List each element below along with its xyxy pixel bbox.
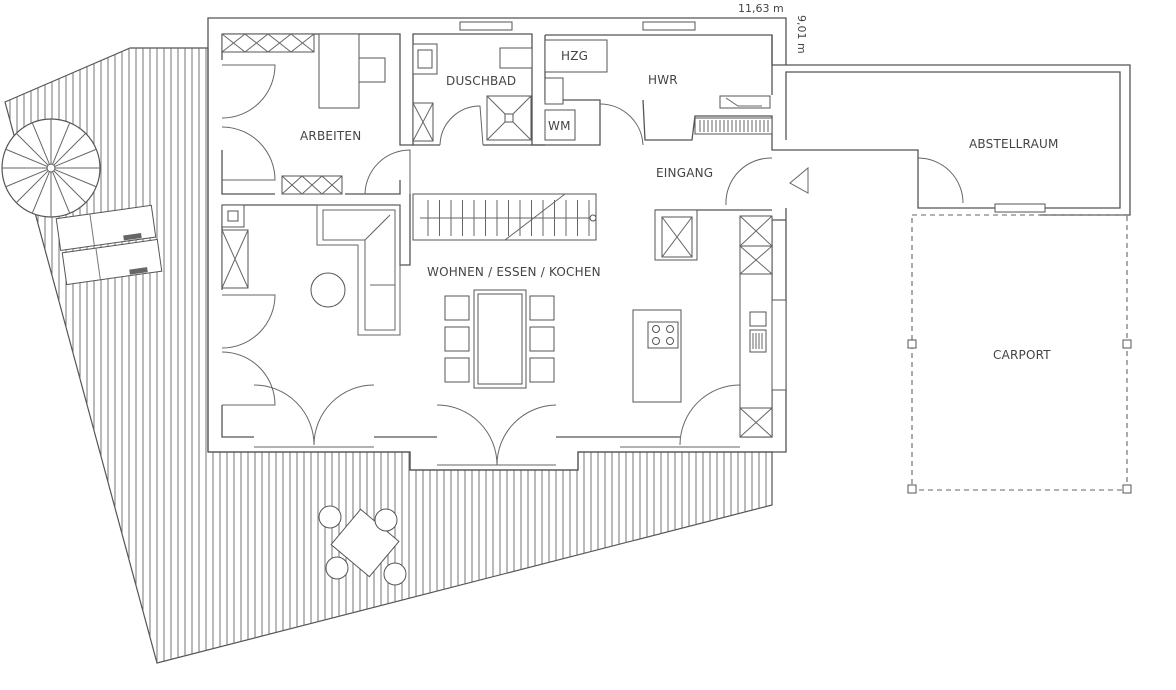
room-label-eingang: EINGANG (656, 166, 713, 180)
room-label-hwr: HWR (648, 73, 678, 87)
depth-dimension: 9,01 m (795, 15, 808, 54)
room-label-wm: WM (548, 119, 571, 133)
office-furniture (221, 33, 386, 195)
room-label-duschbad: DUSCHBAD (446, 74, 516, 88)
living-furniture (221, 204, 401, 336)
terrace-table (318, 505, 407, 586)
bathroom-fixtures (412, 43, 533, 142)
kitchen (632, 209, 787, 438)
hatch-line (52, 122, 71, 165)
room-label-arbeiten: ARBEITEN (300, 129, 361, 143)
windows (254, 21, 1046, 466)
hatch-line (52, 171, 71, 214)
room-label-carport: CARPORT (993, 348, 1051, 362)
carport-outline (907, 214, 1132, 494)
utility-fixtures (544, 39, 773, 141)
hatch-line (31, 171, 50, 214)
hatch-line (31, 122, 50, 165)
hatch-line (15, 132, 49, 166)
hatch-line (53, 132, 87, 166)
spiral-staircase (1, 118, 101, 218)
dining-set (444, 289, 555, 389)
room-label-wohnen: WOHNEN / ESSEN / KOCHEN (427, 265, 601, 279)
sun-loungers (55, 204, 163, 286)
hatch-line (54, 169, 97, 188)
room-label-hzg: HZG (561, 49, 588, 63)
hatch-line (53, 170, 87, 204)
hatch-line (15, 170, 49, 204)
hatch-line (5, 169, 48, 188)
room-label-abstellraum: ABSTELLRAUM (969, 137, 1059, 151)
hatch-line (5, 148, 48, 167)
width-dimension: 11,63 m (738, 2, 784, 15)
doors (221, 64, 964, 466)
staircase (412, 193, 597, 241)
hatch-line (54, 148, 97, 167)
